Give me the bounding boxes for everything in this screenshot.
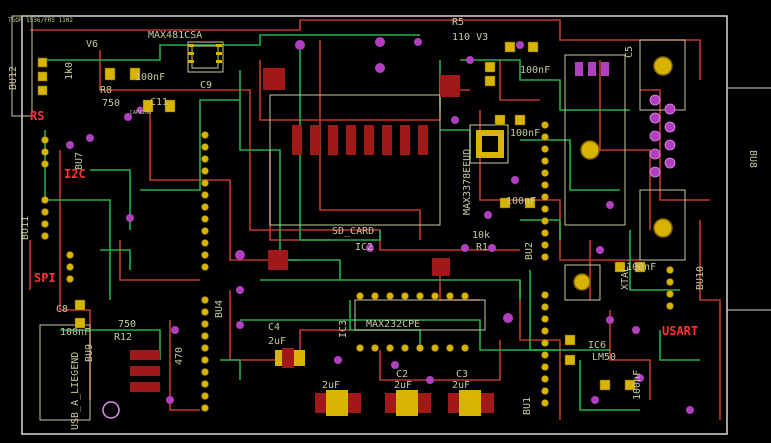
- cap-100nf-d: 100nF: [506, 196, 536, 207]
- c4-value: 2uF: [268, 336, 286, 347]
- c3-label: C3: [456, 369, 468, 380]
- xtal-pad: [573, 273, 591, 291]
- c11-label: C11: [150, 97, 168, 108]
- db9-mount-top: [653, 56, 673, 76]
- db9-mount-bottom: [653, 218, 673, 238]
- c5-label: C5: [624, 46, 635, 58]
- c3-value: 2uF: [452, 380, 470, 391]
- ic3-label: IC3: [338, 320, 349, 338]
- cap-100nf-b: 100nF: [520, 65, 550, 76]
- bu12-label: BU12: [8, 66, 19, 90]
- v6-label: V6: [86, 39, 98, 50]
- c9-label: C9: [200, 80, 212, 91]
- r1-label: R1: [476, 242, 488, 253]
- r5-label: R5: [452, 17, 464, 28]
- lm50-label: LM50: [592, 352, 616, 363]
- max232-label: MAX232CPE: [366, 319, 420, 330]
- c4-label: C4: [268, 322, 280, 333]
- r8-value: 750: [102, 98, 120, 109]
- vias: [66, 37, 694, 414]
- cap-package-label: CAP1206: [130, 110, 151, 116]
- sd-card-label: SD_CARD: [332, 226, 374, 237]
- mounting-hole-2: [580, 140, 600, 160]
- r12-value: 750: [118, 319, 136, 330]
- cap-100nf-e: 100nF: [60, 327, 90, 338]
- usb-label: USB_A_LIEGEND: [70, 352, 81, 430]
- r8-left-value: 1k0: [64, 62, 75, 80]
- c8-label: C8: [56, 304, 68, 315]
- bu4-label: BU4: [214, 300, 225, 318]
- max481-label: MAX481CSA: [148, 30, 202, 41]
- mounting-hole: [102, 401, 120, 419]
- ic-bodies: [130, 44, 609, 392]
- sd-card-pads: [263, 68, 460, 276]
- bu9-label: BU9: [84, 344, 95, 362]
- c2-value: 2uF: [394, 380, 412, 391]
- ic2-label: IC2: [355, 242, 373, 253]
- r5-value-label: 110 V3: [452, 32, 488, 43]
- smd-components: [74, 41, 646, 391]
- cap-100nf-a: 100nF: [135, 72, 165, 83]
- bu1-label: BU1: [522, 397, 533, 415]
- silkscreen: [11, 15, 686, 421]
- electrolytic-caps: [275, 348, 494, 416]
- db9-pads: [649, 94, 676, 178]
- r470-label: 470: [174, 347, 185, 365]
- r8-label: R8: [100, 85, 112, 96]
- i2c-label: I2C: [64, 167, 86, 181]
- header-pads: [37, 57, 674, 412]
- r12-label: R12: [114, 332, 132, 343]
- cap-100nf-f: 100nF: [626, 262, 656, 273]
- c1-value: 2uF: [322, 380, 340, 391]
- spi-label: SPI: [34, 271, 56, 285]
- usart-label: USART: [662, 324, 698, 338]
- bu10-label: BU10: [695, 266, 706, 290]
- bu8-label: BU8: [747, 150, 758, 168]
- ic6-label: IC6: [588, 340, 606, 351]
- rs-label: RS: [30, 109, 44, 123]
- r1-value: 10k: [472, 230, 490, 241]
- cap-100nf-c: 100nF: [510, 128, 540, 139]
- bu2-label: BU2: [524, 242, 535, 260]
- max3378-label: MAX3378EEUD: [462, 149, 473, 215]
- bu7-label: BU7: [74, 152, 85, 170]
- cap-100nf-g: 100nF: [632, 370, 643, 400]
- c2-label: C2: [396, 369, 408, 380]
- tsop-label: TSOP 1536/FRS 1102: [8, 17, 73, 24]
- xtal-label: XTAL: [620, 266, 631, 290]
- bu11-label: BU11: [20, 216, 31, 240]
- bu8-connector-outline: [726, 87, 771, 311]
